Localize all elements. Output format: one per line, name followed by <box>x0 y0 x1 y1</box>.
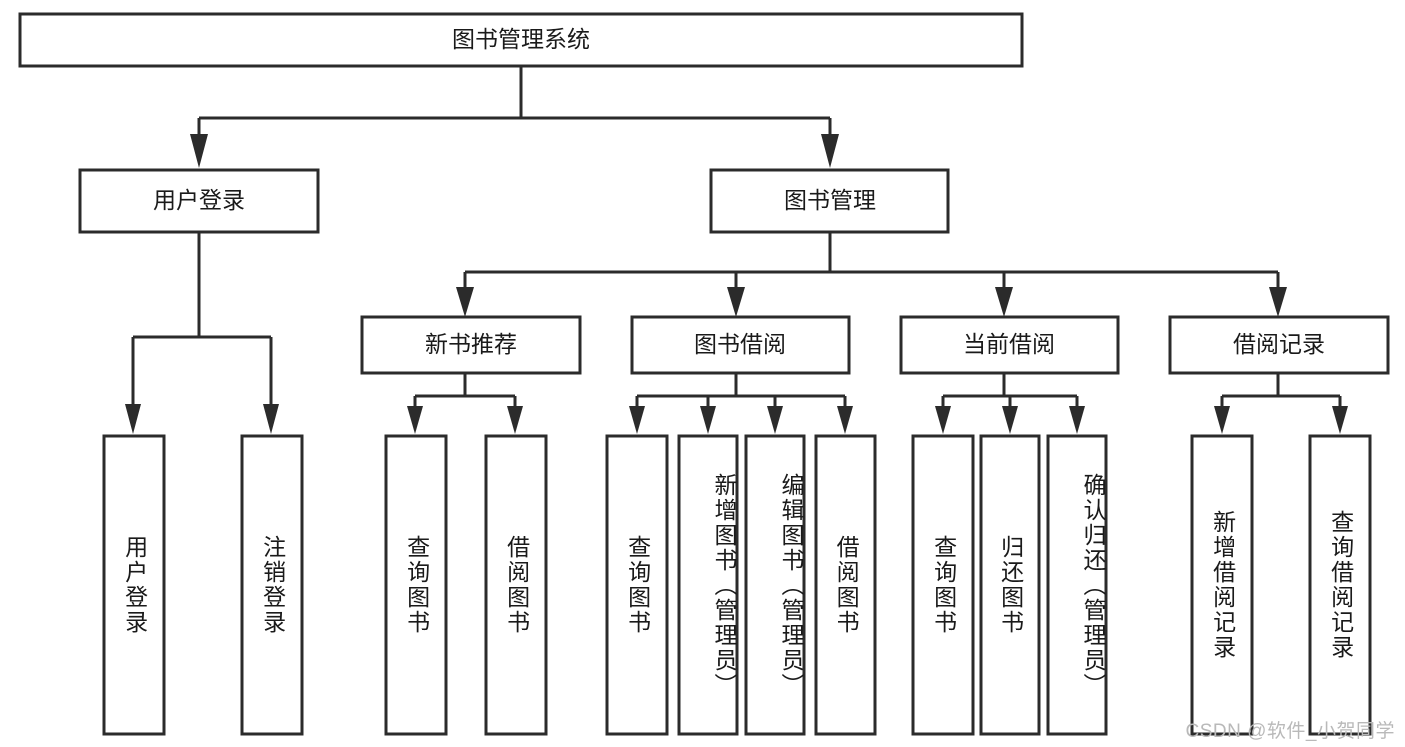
node-leaf-edit-book-label: 编辑图书（管理员） <box>778 472 804 698</box>
arrow-head-borrow-record <box>1269 287 1287 317</box>
arrow-head-leaf-borrow-book-1 <box>507 406 523 434</box>
node-new-book-recommend-label: 新书推荐 <box>425 331 517 357</box>
node-leaf-borrow-book-1[interactable] <box>484 434 548 736</box>
node-leaf-add-record-label: 新增借阅记录 <box>1209 510 1236 660</box>
node-leaf-confirm-return[interactable] <box>1046 434 1108 736</box>
connector-group-user-login-children <box>125 232 279 434</box>
node-leaf-add-record[interactable] <box>1190 434 1254 736</box>
arrow-head-leaf-add-book <box>700 406 716 434</box>
arrow-head-leaf-query-book-1 <box>407 406 423 434</box>
arrow-head-leaf-query-book-3 <box>935 406 951 434</box>
arrow-head-new-book-recommend <box>456 287 474 317</box>
node-borrow-record[interactable] <box>1168 315 1390 375</box>
node-leaf-user-login[interactable] <box>102 434 166 736</box>
node-user-login[interactable] <box>78 168 320 234</box>
node-leaf-query-record[interactable] <box>1308 434 1372 736</box>
node-leaf-query-book-1[interactable] <box>384 434 448 736</box>
connector-group-current-borrow-children <box>935 373 1085 434</box>
arrow-head-leaf-query-book-2 <box>629 406 645 434</box>
node-leaf-query-book-3-label: 查询图书 <box>930 535 957 635</box>
arrow-head-current-borrow <box>995 287 1013 317</box>
node-root-label: 图书管理系统 <box>452 26 590 52</box>
node-leaf-logout-login-label: 注销登录 <box>259 535 286 635</box>
node-new-book-recommend[interactable] <box>360 315 582 375</box>
node-leaf-borrow-book-2-label: 借阅图书 <box>833 535 860 635</box>
connector-group-root <box>190 66 839 168</box>
arrow-head-leaf-borrow-book-2 <box>837 406 853 434</box>
node-leaf-query-book-1-label: 查询图书 <box>403 535 430 635</box>
node-book-manage-label: 图书管理 <box>784 187 876 213</box>
arrow-head-book-borrow <box>727 287 745 317</box>
connector-group-borrow-record-children <box>1214 373 1348 434</box>
node-leaf-confirm-return-label: 确认归还（管理员） <box>1080 472 1106 698</box>
node-leaf-add-book-label: 新增图书（管理员） <box>711 472 737 698</box>
node-current-borrow-label: 当前借阅 <box>963 331 1055 357</box>
arrow-head-leaf-query-record <box>1332 406 1348 434</box>
node-leaf-query-book-2-label: 查询图书 <box>624 535 651 635</box>
node-book-borrow[interactable] <box>630 315 851 375</box>
node-leaf-borrow-book-1-label: 借阅图书 <box>503 535 530 635</box>
csdn-watermark: CSDN @软件_小贺同学 <box>1185 721 1395 742</box>
connector-group-book-borrow-children <box>629 373 853 434</box>
connector-group-new-book-recommend-children <box>407 373 523 434</box>
node-leaf-return-book[interactable] <box>979 434 1041 736</box>
arrow-head-leaf-confirm-return <box>1069 406 1085 434</box>
node-leaf-query-book-2[interactable] <box>605 434 669 736</box>
node-current-borrow[interactable] <box>899 315 1120 375</box>
arrow-head-leaf-edit-book <box>767 406 783 434</box>
arrow-head-leaf-return-book <box>1002 406 1018 434</box>
node-book-borrow-label: 图书借阅 <box>694 331 786 357</box>
node-leaf-return-book-label: 归还图书 <box>997 535 1024 635</box>
node-leaf-edit-book[interactable] <box>744 434 806 736</box>
node-user-login-label: 用户登录 <box>153 187 245 213</box>
arrow-head-book-manage <box>821 134 839 168</box>
arrow-head-leaf-add-record <box>1214 406 1230 434</box>
arrow-head-leaf-logout-login <box>263 404 279 434</box>
node-book-manage[interactable] <box>709 168 950 234</box>
arrow-head-leaf-user-login <box>125 404 141 434</box>
node-leaf-add-book[interactable] <box>677 434 739 736</box>
node-leaf-user-login-label: 用户登录 <box>121 535 148 635</box>
node-leaf-query-record-label: 查询借阅记录 <box>1327 510 1354 660</box>
connector-group-book-manage <box>456 232 1287 317</box>
arrow-head-user-login <box>190 134 208 168</box>
node-leaf-logout-login[interactable] <box>240 434 304 736</box>
node-root[interactable] <box>18 12 1024 68</box>
node-leaf-query-book-3[interactable] <box>911 434 975 736</box>
node-leaf-borrow-book-2[interactable] <box>814 434 877 736</box>
node-borrow-record-label: 借阅记录 <box>1233 331 1325 357</box>
